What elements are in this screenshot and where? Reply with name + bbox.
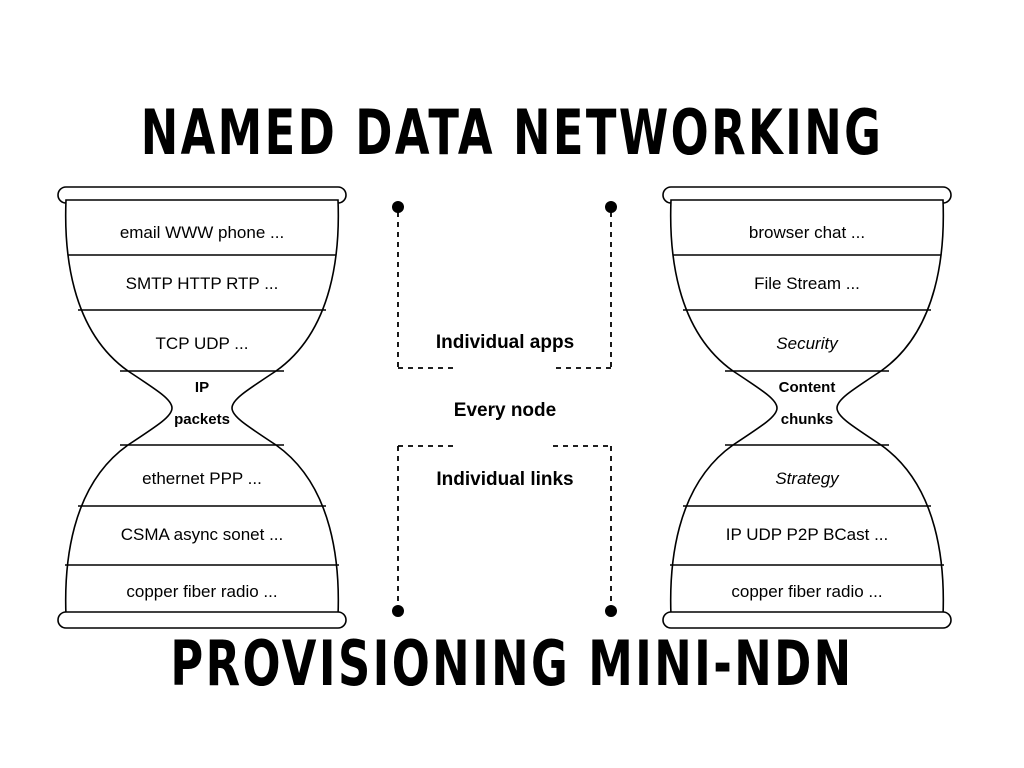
lower-bracket-right-dot-icon: [605, 605, 617, 617]
left-hourglass-graphic: [57, 186, 347, 629]
layer-label-left-waist-line1: IP: [194, 379, 210, 396]
right-bottom-cap-icon: [662, 611, 952, 629]
layer-label-left-7: copper fiber radio ...: [126, 582, 278, 601]
layer-label-right-3: Security: [776, 334, 838, 353]
right-hourglass-graphic: [662, 186, 952, 629]
left-bottom-cap-icon: [57, 611, 347, 629]
layer-label-left-5: ethernet PPP ...: [142, 469, 262, 488]
annotation-individual-links: Individual links: [436, 469, 574, 490]
layer-label-left-waist-line2: packets: [174, 411, 230, 428]
layer-label-right-1: browser chat ...: [748, 223, 866, 242]
lower-bracket-left-dot-icon: [392, 605, 404, 617]
layer-label-left-2: SMTP HTTP RTP ...: [125, 274, 279, 293]
layer-label-left-6: CSMA async sonet ...: [120, 525, 284, 544]
layer-label-right-2: File Stream ...: [754, 274, 860, 293]
layer-label-right-5: Strategy: [775, 469, 839, 488]
layer-label-left-1: email WWW phone ...: [119, 223, 285, 242]
page-title-bottom: PROVISIONING MINI-NDN: [170, 628, 854, 701]
annotation-every-node: Every node: [453, 400, 557, 421]
upper-bracket-right-dot-icon: [605, 201, 617, 213]
layer-label-right-7: copper fiber radio ...: [731, 582, 883, 601]
right-hourglass-outline: [669, 199, 945, 617]
annotation-individual-apps: Individual apps: [435, 332, 575, 353]
layer-label-right-waist-line1: Content: [778, 379, 836, 396]
layer-label-right-waist-line2: chunks: [780, 411, 834, 428]
layer-label-right-6: IP UDP P2P BCast ...: [725, 525, 889, 544]
upper-bracket-left-dot-icon: [392, 201, 404, 213]
left-hourglass-outline: [64, 199, 340, 617]
layer-label-left-3: TCP UDP ...: [155, 334, 249, 353]
page-title-top: NAMED DATA NETWORKING: [140, 97, 884, 170]
middle-bracket-annotations: [392, 201, 617, 617]
